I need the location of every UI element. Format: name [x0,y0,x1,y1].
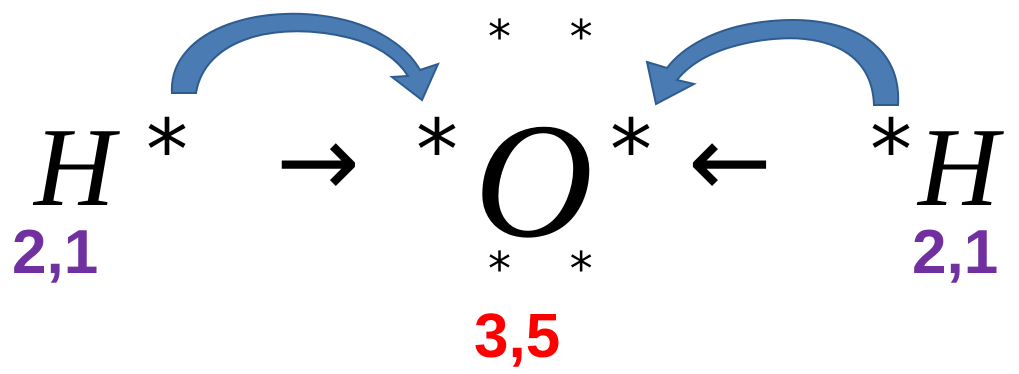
hydrogen-left-electron: * [146,101,188,199]
left-curved-arrow [170,12,440,102]
right-curved-arrow [645,19,900,106]
hydrogen-left-config: 2,1 [12,218,99,287]
hydrogen-right-config: 2,1 [912,218,999,287]
oxygen-bottom-electron-pair: * * [488,242,615,296]
arrow-left-to-oxygen: ← [688,103,772,220]
oxygen-left-electron: * [416,101,458,199]
oxygen-top-electron-pair: * * [488,10,615,64]
arrow-right-to-oxygen: → [276,103,360,220]
hydrogen-right-symbol: H [918,106,999,230]
hydrogen-left-symbol: H [34,106,115,230]
oxygen-symbol: O [474,89,594,272]
oxygen-right-electron: * [610,101,652,199]
hydrogen-right-electron: * [870,101,912,199]
oxygen-config: 3,5 [474,302,561,371]
